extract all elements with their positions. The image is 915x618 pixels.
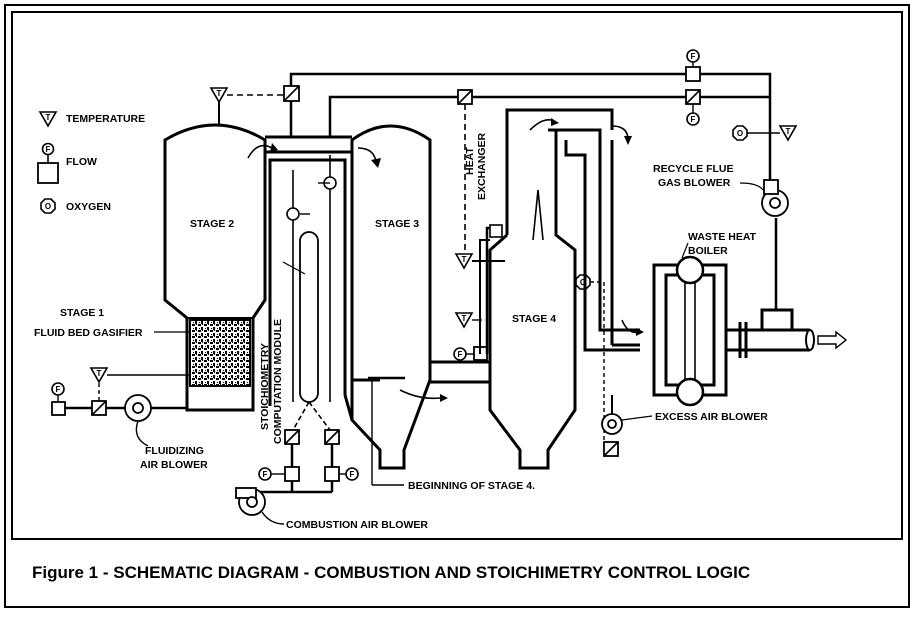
fluidizing-air-blower [124, 394, 152, 422]
svg-text:F: F [350, 470, 355, 479]
heat-exchanger-label-line1: HEAT [464, 147, 476, 175]
outer-frame [4, 4, 910, 608]
stage4-temperature-icon: T [454, 312, 482, 329]
stage4-vessel [488, 108, 614, 470]
fluidizing-flow-element [51, 401, 66, 416]
module-out-right [308, 401, 331, 431]
svg-text:F: F [691, 115, 696, 124]
excess-air-blower-label: EXCESS AIR BLOWER [655, 411, 768, 423]
svg-text:F: F [458, 350, 463, 359]
svg-text:F: F [263, 470, 268, 479]
boiler-bottom-drum [675, 377, 705, 407]
stoichiometry-label-line1: STOICHIOMETRY [259, 343, 271, 430]
fluidizing-label-line2: AIR BLOWER [140, 459, 208, 471]
legend: T TEMPERATURE F FLOW O OXYGEN [37, 111, 145, 214]
oxygen-legend-icon: O [40, 198, 56, 214]
exhaust-arrow [817, 330, 848, 350]
fluidizing-label-line1: FLUIDIZING [145, 445, 204, 457]
crossover-duct [265, 135, 352, 154]
fluid-bed [189, 319, 251, 387]
combustion-flow-transmitters: F F [258, 467, 359, 481]
fluid-bed-gasifier-label: FLUID BED GASIFIER [34, 327, 143, 339]
stage1-label: STAGE 1 [60, 307, 104, 319]
stoichiometry-enclosure [268, 158, 354, 421]
heat-exchanger-label-line2: EXCHANGER [476, 132, 488, 200]
inner-frame [11, 11, 903, 540]
stage3-stage4-duct [352, 360, 490, 384]
stage2-temperature-icon: T [209, 87, 284, 125]
svg-text:T: T [97, 369, 102, 378]
boiler-outlet-duct [726, 308, 810, 358]
svg-text:F: F [691, 52, 696, 61]
flow-arrowhead-stage2 [270, 143, 278, 152]
stage4-label: STAGE 4 [512, 313, 556, 325]
stage4-upflow-arrow [532, 189, 544, 241]
fluid-bed-temperature-icon: T [89, 367, 190, 384]
waste-heat-boiler [652, 263, 728, 397]
stage3-vessel [350, 124, 432, 470]
waste-heat-label-line2: BOILER [688, 245, 728, 257]
flow-arrowhead-stage3 [371, 158, 381, 168]
boiler-top-drum [675, 255, 705, 285]
flow-legend-letter: F [46, 145, 51, 154]
stoichiometry-module [299, 231, 319, 403]
recycle-flue-gas-blower [761, 179, 789, 217]
summing-junction-left [286, 207, 300, 221]
stage3-label: STAGE 3 [375, 218, 419, 230]
flow-arrow-stage2 [247, 144, 273, 159]
svg-text:F: F [56, 385, 61, 394]
legend-flow-label: FLOW [66, 156, 97, 168]
combustion-air-blower-label: COMBUSTION AIR BLOWER [286, 519, 428, 531]
legend-temperature-label: TEMPERATURE [66, 113, 145, 125]
svg-text:T: T [462, 314, 467, 323]
svg-text:T: T [462, 255, 467, 264]
module-out-left [292, 401, 310, 431]
legend-oxygen-label: OXYGEN [66, 201, 111, 213]
heat-exchanger-temperature-icon [454, 253, 474, 270]
recycle-flow-element [685, 66, 701, 82]
stage4-flow-transmitter: F [453, 346, 488, 361]
recycle-temperature-icon: T [778, 125, 798, 142]
stage4-boiler-duct [564, 140, 640, 352]
recycle-gas-header [289, 72, 772, 137]
gasifier-vessel [163, 123, 267, 412]
figure-caption: Figure 1 - SCHEMATIC DIAGRAM - COMBUSTIO… [32, 563, 750, 582]
recycle-oxygen-icon: O [732, 125, 780, 141]
beginning-stage4-label: BEGINNING OF STAGE 4. [408, 480, 535, 492]
combustion-air-blower [235, 487, 266, 516]
recycle-label-line1: RECYCLE FLUE [653, 163, 734, 175]
recycle-label-line2: GAS BLOWER [658, 177, 731, 189]
flow-legend-icon: F [37, 142, 59, 184]
recycle-flow-transmitter-bottom [686, 112, 700, 126]
svg-text:O: O [580, 278, 586, 287]
svg-text:T: T [786, 127, 791, 136]
temperature-legend-letter: T [46, 113, 51, 122]
stage4-injection-nozzle [489, 224, 503, 238]
oxygen-legend-letter: O [45, 202, 51, 211]
waste-heat-label-line1: WASTE HEAT [688, 231, 757, 243]
temperature-legend-icon: T [38, 111, 58, 128]
svg-text:T: T [217, 89, 222, 98]
stage2-label: STAGE 2 [190, 218, 234, 230]
stoichiometry-label-line2: COMPUTATION MODULE [272, 319, 284, 444]
svg-text:O: O [737, 129, 743, 138]
excess-air-blower [601, 413, 623, 457]
